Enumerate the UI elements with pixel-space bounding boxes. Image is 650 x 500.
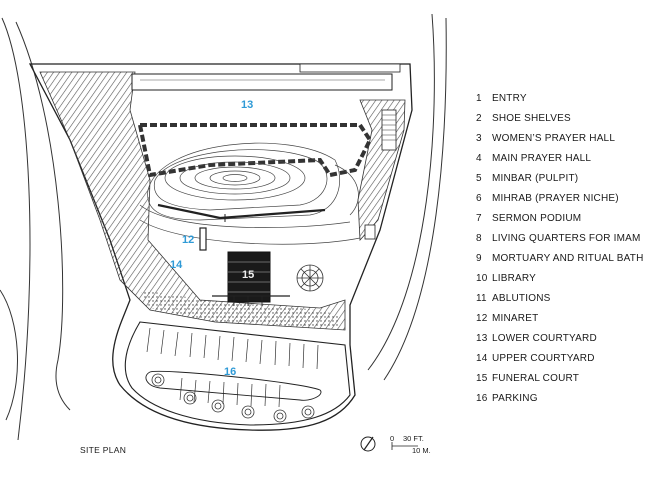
legend-label: MINARET	[492, 313, 539, 324]
ablution-block	[364, 224, 376, 240]
legend-number: 8	[476, 233, 482, 244]
legend-number: 9	[476, 253, 482, 264]
legend-number: 2	[476, 113, 482, 124]
plan-label-parking: 16	[224, 366, 236, 378]
legend-number: 1	[476, 93, 482, 104]
legend-label: PARKING	[492, 393, 538, 404]
legend-item: 2 SHOE SHELVES	[476, 109, 646, 129]
lower-courtyard-wall	[299, 63, 401, 73]
legend-item: 14 UPPER COURTYARD	[476, 349, 646, 369]
legend-number: 14	[476, 353, 488, 364]
lower-courtyard-building	[131, 73, 393, 91]
legend-number: 4	[476, 153, 482, 164]
legend-number: 11	[476, 293, 487, 304]
legend-label: SERMON PODIUM	[492, 213, 582, 224]
road-edge-right-inner	[383, 17, 447, 381]
legend-number: 16	[476, 393, 488, 404]
legend-number: 7	[476, 213, 482, 224]
legend-number: 13	[476, 333, 488, 344]
plan-label-lower-courtyard: 13	[241, 99, 253, 111]
parking-lot	[124, 321, 351, 426]
legend-label: SHOE SHELVES	[492, 113, 571, 124]
site-boundary	[28, 63, 413, 431]
road-edge-left-outer	[1, 17, 31, 441]
topo-contours	[139, 142, 361, 245]
parking-trees	[151, 373, 315, 423]
legend-item: 16 PARKING	[476, 389, 646, 409]
north-arrow-icon	[360, 436, 376, 452]
legend-number: 12	[476, 313, 488, 324]
legend-item: 4 MAIN PRAYER HALL	[476, 149, 646, 169]
legend-number: 15	[476, 373, 488, 384]
road-edge-left-bottom	[0, 289, 18, 421]
legend-item: 12 MINARET	[476, 309, 646, 329]
planted-edge-bottom	[140, 290, 340, 328]
legend-item: 6 MIHRAB (PRAYER NICHE)	[476, 189, 646, 209]
scale-bar	[391, 442, 418, 450]
legend-number: 5	[476, 173, 482, 184]
funeral-court	[227, 251, 271, 303]
legend-item: 11 ABLUTIONS	[476, 289, 646, 309]
plan-label-funeral-court: 15	[242, 269, 254, 281]
plan-label-upper-courtyard: 14	[170, 259, 183, 271]
legend-label: ENTRY	[492, 93, 527, 104]
legend-label: MIHRAB (PRAYER NICHE)	[492, 193, 619, 204]
legend-item: 5 MINBAR (PULPIT)	[476, 169, 646, 189]
minaret	[199, 227, 207, 251]
planted-edge-right	[357, 99, 406, 241]
plan-caption: SITE PLAN	[80, 445, 127, 455]
tree-symbol	[296, 264, 324, 292]
plan-label-minaret: 12	[182, 234, 194, 246]
scale-meters: 10 M.	[412, 446, 431, 455]
legend-label: MORTUARY AND RITUAL BATH	[492, 253, 644, 264]
road-edge-left-inner	[15, 21, 71, 411]
stone-border	[137, 123, 373, 178]
legend-label: LIBRARY	[492, 273, 537, 284]
legend: 1 ENTRY 2 SHOE SHELVES 3 WOMEN’S PRAYER HALL 4…	[476, 89, 646, 409]
legend-item: 10 LIBRARY	[476, 269, 646, 289]
legend-item: 3 WOMEN’S PRAYER HALL	[476, 129, 646, 149]
legend-label: MAIN PRAYER HALL	[492, 153, 592, 164]
scale-zero: 0	[390, 434, 395, 443]
legend-label: MINBAR (PULPIT)	[492, 173, 579, 184]
prayer-hall-wall	[157, 203, 326, 220]
parking-island	[145, 370, 322, 401]
legend-label: UPPER COURTYARD	[492, 353, 595, 364]
legend-item: 1 ENTRY	[476, 89, 646, 109]
legend-label: ABLUTIONS	[492, 293, 551, 304]
legend-number: 3	[476, 133, 482, 144]
legend-item: 9 MORTUARY AND RITUAL BATH	[476, 249, 646, 269]
legend-item: 15 FUNERAL COURT	[476, 369, 646, 389]
scale-feet: 30 FT.	[403, 434, 424, 443]
parking-stalls	[146, 327, 319, 408]
legend-label: FUNERAL COURT	[492, 373, 580, 384]
legend-number: 6	[476, 193, 482, 204]
legend-label: LOWER COURTYARD	[492, 333, 597, 344]
scale-labels: 0 30 FT. 10 M.	[360, 430, 440, 460]
road-edge-right-outer	[367, 13, 435, 371]
legend-label: WOMEN’S PRAYER HALL	[492, 133, 616, 144]
legend-number: 10	[476, 273, 488, 284]
legend-label: LIVING QUARTERS FOR IMAM	[492, 233, 641, 244]
legend-item: 13 LOWER COURTYARD	[476, 329, 646, 349]
legend-item: 7 SERMON PODIUM	[476, 209, 646, 229]
planted-slope	[39, 71, 346, 331]
legend-item: 8 LIVING QUARTERS FOR IMAM	[476, 229, 646, 249]
